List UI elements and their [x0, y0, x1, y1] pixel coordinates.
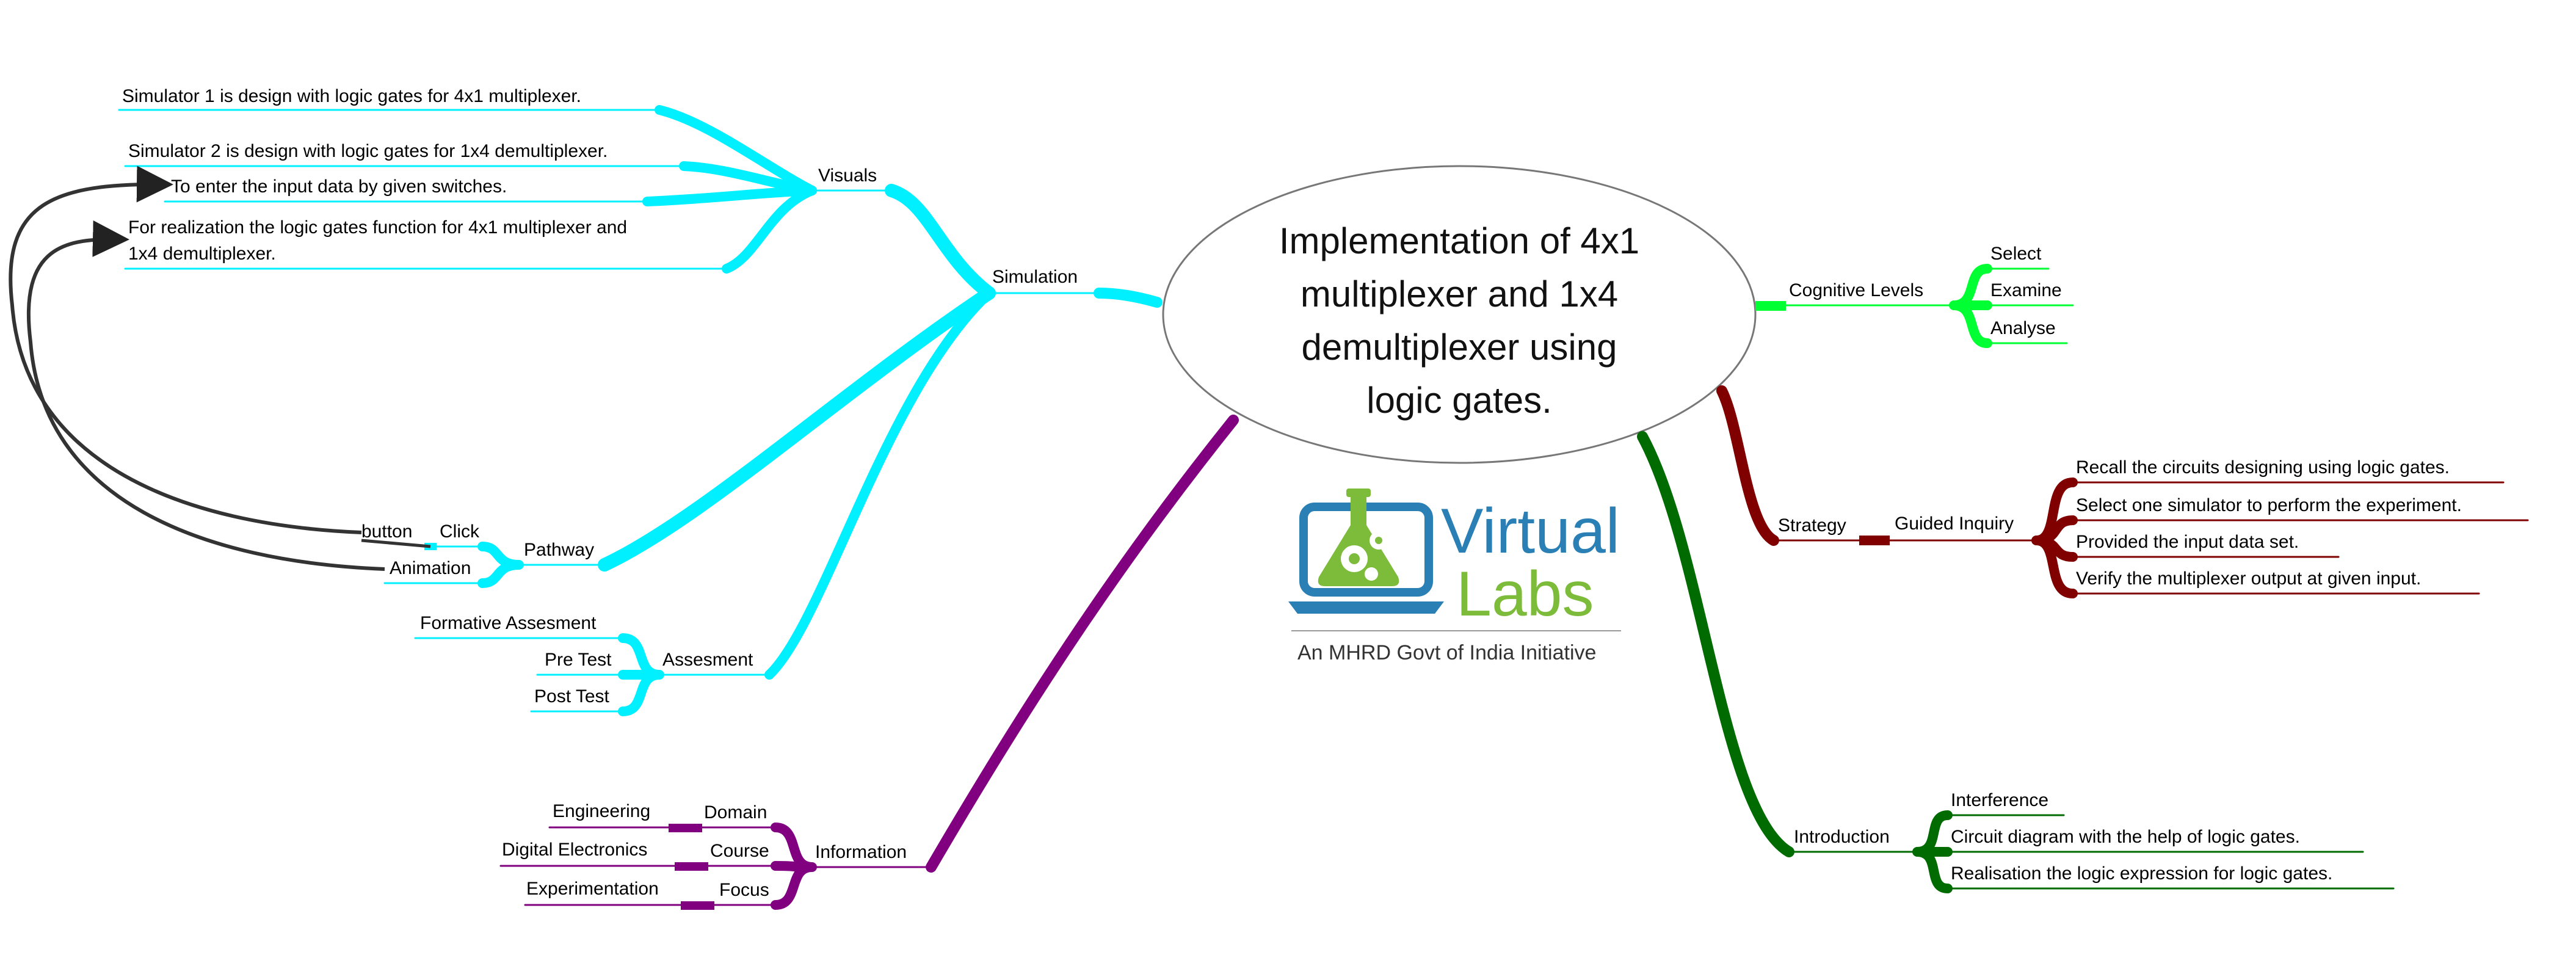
focus-bar: [681, 901, 714, 910]
intro-item-2[interactable]: Circuit diagram with the help of logic g…: [1951, 827, 2300, 847]
animation-to-realization-arrow[interactable]: [26, 220, 385, 571]
strategy-branch: [1716, 385, 2529, 598]
intro-item-1[interactable]: Interference: [1951, 790, 2048, 810]
strategy-bar: [1859, 536, 1890, 545]
cognitive-bar: [1755, 301, 1786, 311]
formative-assesment-label[interactable]: Formative Assesment: [420, 613, 597, 633]
animation-label[interactable]: Animation: [390, 558, 471, 578]
simulation-branch: [118, 105, 1163, 716]
assesment-bracket: [618, 633, 664, 716]
cognitive-levels-label[interactable]: Cognitive Levels: [1789, 280, 1923, 300]
visuals-item-4-line-2[interactable]: 1x4 demultiplexer.: [128, 244, 276, 264]
central-topic[interactable]: Implementation of 4x1 multiplexer and 1x…: [1162, 165, 1757, 464]
introduction-branch: [1637, 431, 2395, 893]
assesment-label[interactable]: Assesment: [662, 650, 753, 670]
information-label[interactable]: Information: [815, 842, 907, 862]
visuals-to-item-3: [642, 186, 817, 206]
cognitive-branch: [1755, 264, 2074, 348]
logo-word-virtual: Virtual: [1441, 496, 1620, 567]
virtual-labs-logo: Virtual Labs An MHRD Govt of India Initi…: [1288, 488, 1621, 664]
engineering-label[interactable]: Engineering: [553, 801, 650, 821]
simulation-to-pathway: [598, 286, 996, 572]
cognitive-bracket: [1949, 264, 1992, 348]
domain-bar: [669, 824, 702, 832]
central-topic-ellipse: [1162, 165, 1757, 464]
guided-inquiry-bracket: [2031, 478, 2078, 598]
guided-item-1[interactable]: Recall the circuits designing using logi…: [2076, 457, 2450, 478]
post-test-label[interactable]: Post Test: [534, 686, 610, 706]
central-topic-line-3: demultiplexer using: [1302, 327, 1617, 368]
guided-item-3[interactable]: Provided the input data set.: [2076, 532, 2299, 552]
strategy-connector: [1716, 385, 1779, 546]
introduction-bracket: [1912, 810, 1953, 893]
experimentation-label[interactable]: Experimentation: [526, 879, 659, 899]
select-label[interactable]: Select: [1990, 244, 2042, 264]
guided-item-2[interactable]: Select one simulator to perform the expe…: [2076, 495, 2462, 515]
visuals-to-item-1: [655, 105, 817, 195]
examine-label[interactable]: Examine: [1990, 280, 2062, 300]
guided-item-4[interactable]: Verify the multiplexer output at given i…: [2076, 568, 2421, 589]
intro-item-3[interactable]: Realisation the logic expression for log…: [1951, 863, 2332, 884]
strategy-label[interactable]: Strategy: [1778, 515, 1846, 536]
introduction-connector: [1637, 431, 1794, 857]
analyse-label[interactable]: Analyse: [1990, 318, 2056, 338]
information-labels: Information Domain Course Focus Engineer…: [502, 801, 907, 900]
simulation-labels: Simulation Visuals Simulator 1 is design…: [122, 86, 1078, 706]
logo-word-labs: Labs: [1456, 559, 1594, 630]
simulation-connector: [1094, 288, 1163, 308]
pathway-bracket: [477, 542, 524, 588]
simulation-to-assesment: [764, 288, 994, 680]
central-topic-line-1: Implementation of 4x1: [1279, 220, 1639, 261]
visuals-item-1[interactable]: Simulator 1 is design with logic gates f…: [122, 86, 581, 106]
central-topic-line-4: logic gates.: [1366, 380, 1552, 421]
visuals-to-item-4: [722, 186, 817, 274]
logo-tagline: An MHRD Govt of India Initiative: [1297, 641, 1596, 664]
visuals-item-4-line-1[interactable]: For realization the logic gates function…: [128, 217, 627, 238]
information-bracket: [771, 823, 817, 910]
strategy-labels: Strategy Guided Inquiry Recall the circu…: [1778, 457, 2462, 589]
focus-label[interactable]: Focus: [719, 880, 769, 900]
visuals-item-3[interactable]: To enter the input data by given switche…: [171, 176, 507, 197]
visuals-item-2[interactable]: Simulator 2 is design with logic gates f…: [128, 141, 608, 161]
button-to-input-arrow[interactable]: [9, 165, 362, 534]
introduction-label[interactable]: Introduction: [1794, 827, 1890, 847]
gear-icon: [1341, 531, 1388, 581]
introduction-labels: Introduction Interference Circuit diagra…: [1794, 790, 2332, 884]
flask-icon: [1318, 488, 1399, 586]
pathway-label[interactable]: Pathway: [524, 540, 594, 560]
guided-inquiry-label[interactable]: Guided Inquiry: [1895, 514, 2014, 534]
domain-label[interactable]: Domain: [704, 802, 767, 823]
central-topic-line-2: multiplexer and 1x4: [1301, 274, 1618, 314]
information-connector: [926, 415, 1239, 873]
course-label[interactable]: Course: [710, 841, 769, 861]
pre-test-label[interactable]: Pre Test: [545, 650, 612, 670]
button-label[interactable]: button: [361, 521, 412, 542]
course-bar: [675, 862, 708, 871]
click-label[interactable]: Click: [440, 521, 480, 542]
simulation-to-visuals: [885, 184, 996, 300]
cognitive-labels: Cognitive Levels Select Examine Analyse: [1789, 244, 2062, 338]
information-branch: [499, 415, 1239, 910]
simulation-label[interactable]: Simulation: [992, 267, 1078, 287]
digital-electronics-label[interactable]: Digital Electronics: [502, 840, 647, 860]
button-to-click-connector: [361, 539, 431, 548]
visuals-label[interactable]: Visuals: [818, 165, 877, 186]
relationship-arrows: [9, 165, 431, 571]
